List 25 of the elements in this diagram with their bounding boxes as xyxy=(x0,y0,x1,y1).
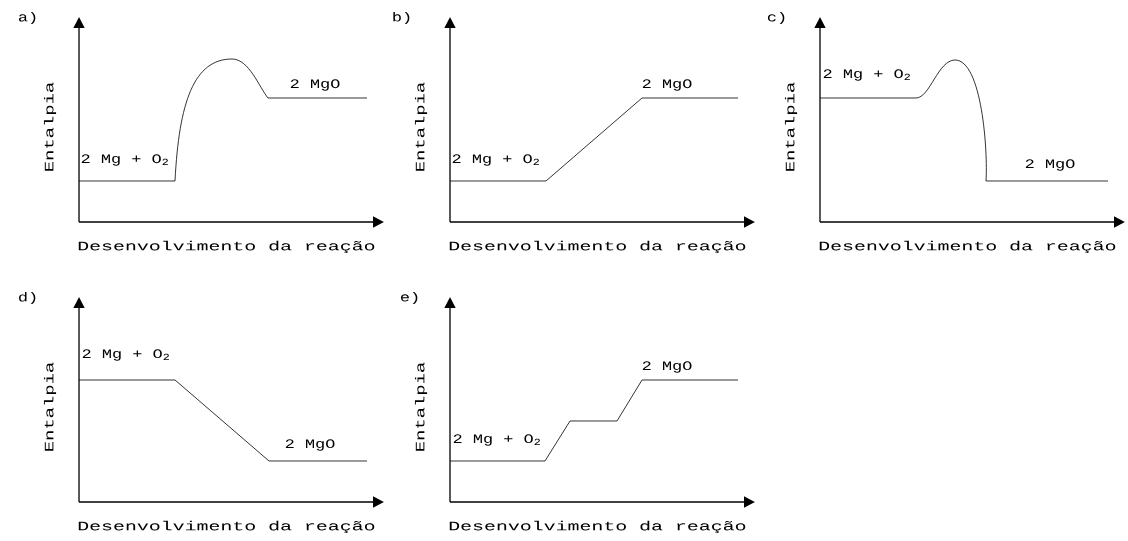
axis-title: Desenvolvimento da reação xyxy=(78,520,375,534)
axis-title: Desenvolvimento da reação xyxy=(449,240,746,254)
reactant-label: 2 Mg + O$_{2}$ xyxy=(452,154,539,166)
product-label: 2 MgO xyxy=(642,361,692,373)
reactant-label: 2 Mg + O$_{2}$ xyxy=(453,434,540,446)
panel-letter: c) xyxy=(767,11,785,25)
reactant-label: 2 Mg + O$_{2}$ xyxy=(82,349,169,361)
panel-letter: d) xyxy=(19,291,36,305)
axis-title: Desenvolvimento da reação xyxy=(819,240,1116,254)
panel-letter: a) xyxy=(18,11,36,25)
product-label: 2 MgO xyxy=(1025,159,1075,171)
product-label: 2 MgO xyxy=(285,439,335,451)
panel-letter: e) xyxy=(400,291,418,305)
panel-letter: b) xyxy=(393,11,410,25)
axis-title: Entalpia xyxy=(784,82,798,171)
reactant-label: 2 Mg + O$_{2}$ xyxy=(81,154,168,166)
axis-title: Desenvolvimento da reação xyxy=(78,240,375,254)
axis-title: Entalpia xyxy=(43,362,57,451)
product-label: 2 MgO xyxy=(642,79,692,91)
reactant-label: 2 Mg + O$_{2}$ xyxy=(823,69,910,81)
axis-title: Desenvolvimento da reação xyxy=(449,520,746,534)
product-label: 2 MgO xyxy=(290,79,340,91)
axis-title: Entalpia xyxy=(43,82,57,171)
axis-title: Entalpia xyxy=(414,82,428,171)
axis-title: Entalpia xyxy=(414,362,428,451)
